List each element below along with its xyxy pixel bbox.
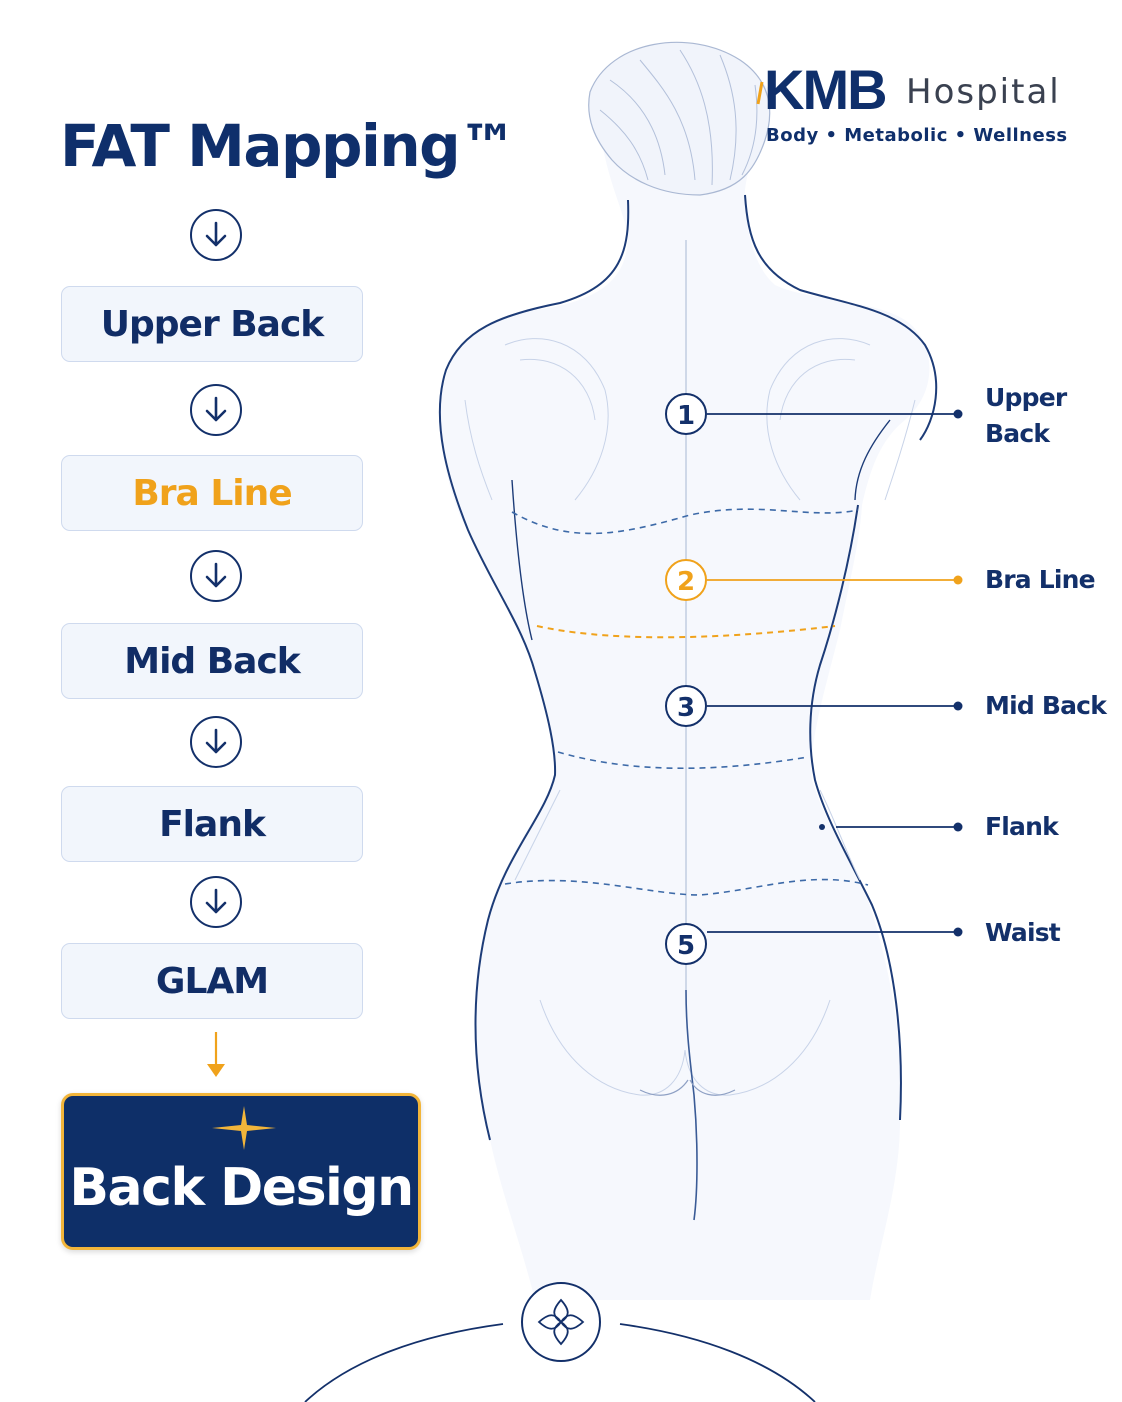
zone-number: 3 [677, 693, 695, 723]
arrow-down-accent-icon [207, 1032, 225, 1077]
leader-lines [707, 409, 963, 937]
zone-line-bra-top [511, 508, 859, 535]
arrow-down-circle-icon [190, 384, 242, 436]
hair-strokes [599, 49, 758, 186]
flow-step-mid-back: Mid Back [61, 623, 363, 699]
zone-label-bra-line: Bra Line [985, 565, 1096, 594]
zone-marker-2: 2 [665, 559, 707, 601]
zone-marker-1: 1 [665, 393, 707, 435]
arrow-down-circle-icon [190, 550, 242, 602]
zone-label-flank: Flank [985, 812, 1059, 841]
zone-label-upper-back: Upper Back [985, 380, 1067, 452]
flow-step-flank: Flank [61, 786, 363, 862]
zone-number: 5 [677, 931, 695, 961]
hospital-logo: KMB Hospital Body • Metabolic • Wellness [756, 30, 1106, 146]
flow-step-glam: GLAM [61, 943, 363, 1019]
zone-line-waist [504, 878, 869, 896]
zone-label-mid-back: Mid Back [985, 691, 1107, 720]
flower-emblem-icon [521, 1282, 601, 1362]
gluteal-line [685, 989, 698, 1221]
flow-step-upper-back: Upper Back [61, 286, 363, 362]
logo-brand: KMB [764, 58, 888, 121]
zone-line-bra-bottom [536, 625, 836, 639]
page-title: FAT Mapping™ [60, 112, 517, 180]
zone-number: 2 [677, 567, 695, 597]
sparkle-icon [212, 1106, 276, 1150]
muscle-shading [464, 338, 916, 1096]
flow-step-bra-line: Bra Line [61, 455, 363, 531]
zone-number: 1 [677, 401, 695, 431]
zone-line-mid [557, 751, 809, 770]
footer-arc-right [619, 1323, 816, 1402]
hair-bun [588, 41, 771, 196]
logo-name: Hospital [906, 72, 1061, 112]
zone-label-line: Back [985, 419, 1050, 448]
footer-arc-left [304, 1323, 504, 1402]
arrow-down-circle-icon [190, 716, 242, 768]
zone-label-waist: Waist [985, 918, 1061, 947]
arrow-down-circle-icon [190, 209, 242, 261]
zone-marker-3: 3 [665, 685, 707, 727]
body-outline [438, 194, 938, 1141]
zone-label-line: Upper [985, 383, 1067, 412]
logo-mark-icon [756, 81, 764, 105]
result-box: Back Design [61, 1093, 421, 1250]
logo-tagline: Body • Metabolic • Wellness [766, 125, 1068, 146]
zone-marker-5: 5 [665, 923, 707, 965]
result-label: Back Design [69, 1158, 414, 1218]
arrow-down-circle-icon [190, 876, 242, 928]
